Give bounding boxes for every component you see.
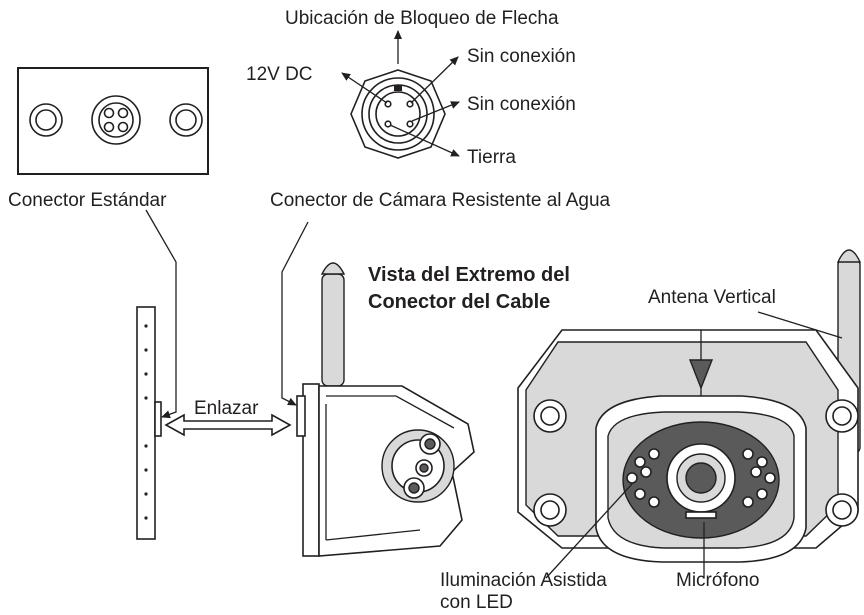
antenna-label: Antena Vertical (648, 287, 776, 308)
standard-connector-plate (17, 67, 209, 175)
led-illumination-label-line2: con LED (440, 592, 513, 613)
no-conn-1-label: Sin conexión (467, 46, 576, 67)
microphone-label: Micrófono (676, 570, 760, 591)
led-leader (545, 483, 633, 579)
ground-label: Tierra (467, 147, 516, 168)
no-conn-2-pointer (411, 101, 460, 122)
ground-pointer (389, 124, 460, 157)
link-label: Enlazar (194, 398, 259, 419)
antenna-leader (757, 311, 843, 339)
pin-12v-pointer (341, 72, 388, 104)
arrow-lock-label: Ubicación de Bloqueo de Flecha (285, 8, 559, 29)
camera-front-view (517, 249, 862, 563)
no-conn-2-label: Sin conexión (467, 94, 576, 115)
no-conn-1-pointer (410, 56, 459, 104)
pin-12v-label: 12V DC (246, 64, 313, 85)
standard-connector-label: Conector Estándar (8, 190, 167, 211)
side-cable-connector (136, 306, 162, 540)
link-double-arrow (164, 413, 292, 437)
camera-side-view (296, 262, 475, 557)
cable-end-view-title: Vista del Extremo del Conector del Cable (368, 264, 570, 313)
waterproof-connector-label: Conector de Cámara Resistente al Agua (270, 190, 611, 211)
waterproof-connector-leader (281, 221, 309, 406)
standard-connector-leader (145, 209, 177, 419)
led-illumination-label-line1: Iluminación Asistida (440, 570, 607, 591)
